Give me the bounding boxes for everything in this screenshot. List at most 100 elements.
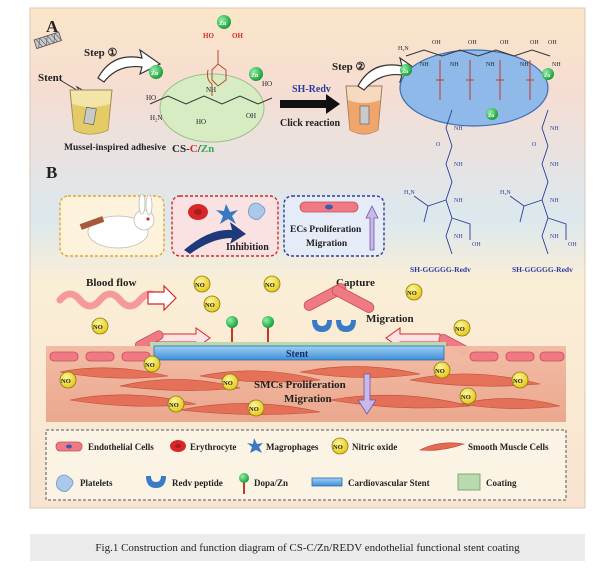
svg-text:NO: NO [205,302,215,309]
svg-text:NH: NH [450,62,459,68]
no-molecule: NO [459,387,477,405]
zinc-ion-left: Zn [149,65,163,79]
svg-text:NH: NH [420,62,429,68]
step2-label: Step ② [332,61,366,73]
legend-coating-icon [457,473,481,491]
catechol-linker [207,50,227,96]
h2n-label-a: H₂N [150,114,163,122]
legend-no-icon: NO [331,437,349,455]
zinc-ion-blue-right: Zn [542,68,554,80]
peptide-atom-labels: NH NH NH NH H₂N OH NH NH NH NH H₂N OH O … [404,126,577,248]
legend-erythrocyte-icon [170,440,186,452]
capture-label: Capture [336,277,375,289]
no-molecule: NO [405,283,423,301]
svg-text:OH: OH [500,40,509,46]
erythrocyte-icon [188,204,208,220]
backbone-labels: H₂N OH OH OH OH OH NH NH NH NH NH [398,40,561,68]
dopa-zn-icon [226,316,238,342]
legend-redv: Redv peptide [172,478,223,488]
legend-endothelial-icon [55,441,83,452]
svg-text:OH: OH [472,242,481,248]
svg-text:NH: NH [486,62,495,68]
endothelial-cell-row [49,351,565,362]
peptide-chain-right [509,109,567,255]
inhibition-label: Inhibition [226,242,269,253]
stent-mesh-icon [33,31,63,50]
svg-text:NO: NO [145,362,155,369]
legend-macrophage-icon [247,438,263,453]
chitosan-backbone [149,95,273,105]
macrophage-icon [216,204,238,224]
zinc-ion-blue-left: Zn [400,64,412,76]
no-molecule: NO [433,361,451,379]
figure-caption: Fig.1 Construction and function diagram … [30,534,585,561]
inhibition-arrow [184,222,246,254]
peptide-label-left: SH-GGGGG-Redv [410,265,471,274]
captured-ec [331,285,375,313]
legend-platelet-icon [56,474,74,492]
legend-endothelial: Endothelial Cells [88,442,154,452]
stent-bar-label: Stent [286,349,309,360]
svg-text:NO: NO [407,290,417,297]
ecs-line2: Migration [306,239,348,249]
svg-text:H₂N: H₂N [500,190,511,196]
svg-text:NO: NO [461,394,471,401]
svg-text:Zn: Zn [251,73,259,79]
svg-text:Zn: Zn [488,114,494,119]
svg-text:NO: NO [265,282,275,289]
modified-backbone [405,49,551,57]
legend-dopa-icon [239,473,249,494]
nh-label-a: NH [206,86,216,94]
step1-label: Step ① [84,47,118,59]
svg-text:Zn: Zn [402,70,408,75]
legend-coating: Coating [486,478,517,488]
svg-text:NO: NO [333,444,343,451]
stent-label: Stent [38,72,63,84]
cs-label: CS-C/Zn [172,143,214,155]
svg-text:NH: NH [550,198,559,204]
smcs-line1: SMCs Proliferation [254,379,346,391]
ho-label-top: HO [203,32,214,40]
ecs-line1: ECs Proliferation [290,225,362,235]
legend-redv-icon [146,476,166,488]
no-molecule: NO [263,275,281,293]
redv-peptide-icon [312,320,356,332]
legend-platelets: Platelets [80,478,113,488]
no-molecule: NO [247,399,265,417]
panel-b-label: B [46,163,57,182]
svg-text:Zn: Zn [219,21,227,27]
panel-a-label: A [46,17,59,36]
svg-text:OH: OH [568,242,577,248]
blood-flow-label: Blood flow [86,277,136,289]
peptide-chain-left [413,109,471,255]
zinc-ion-right: Zn [249,67,263,81]
smcs-line2: Migration [284,393,332,405]
svg-text:Zn: Zn [151,71,159,77]
ecs-up-arrow [365,205,379,251]
no-molecule: NO [511,371,529,389]
svg-text:NO: NO [223,380,233,387]
migration-label: Migration [366,313,414,325]
rabbit-icon [79,193,155,249]
legend-macrophages: Magrophages [266,442,319,452]
ho-label-bottom: HO [196,118,206,126]
no-molecule: NO [453,319,471,337]
blood-flow-wave [56,290,164,310]
adhesive-beaker [69,89,113,135]
svg-text:NH: NH [550,126,559,132]
svg-text:H₂N: H₂N [404,190,415,196]
svg-text:NH: NH [550,162,559,168]
legend-dopa: Dopa/Zn [254,478,288,488]
no-molecule: NO [193,275,211,293]
zinc-ion-blue-bottom: Zn [486,108,498,120]
svg-text:NO: NO [61,378,71,385]
no-molecule: NO [221,373,239,391]
no-molecule: NO [167,395,185,413]
redv-beaker [345,85,383,135]
dopa-zn-icon [262,316,274,342]
svg-text:NH: NH [552,62,561,68]
no-molecule: NO [59,371,77,389]
sh-redv-label: SH-Redv [292,84,331,95]
svg-text:NH: NH [520,62,529,68]
svg-text:NO: NO [169,402,179,409]
